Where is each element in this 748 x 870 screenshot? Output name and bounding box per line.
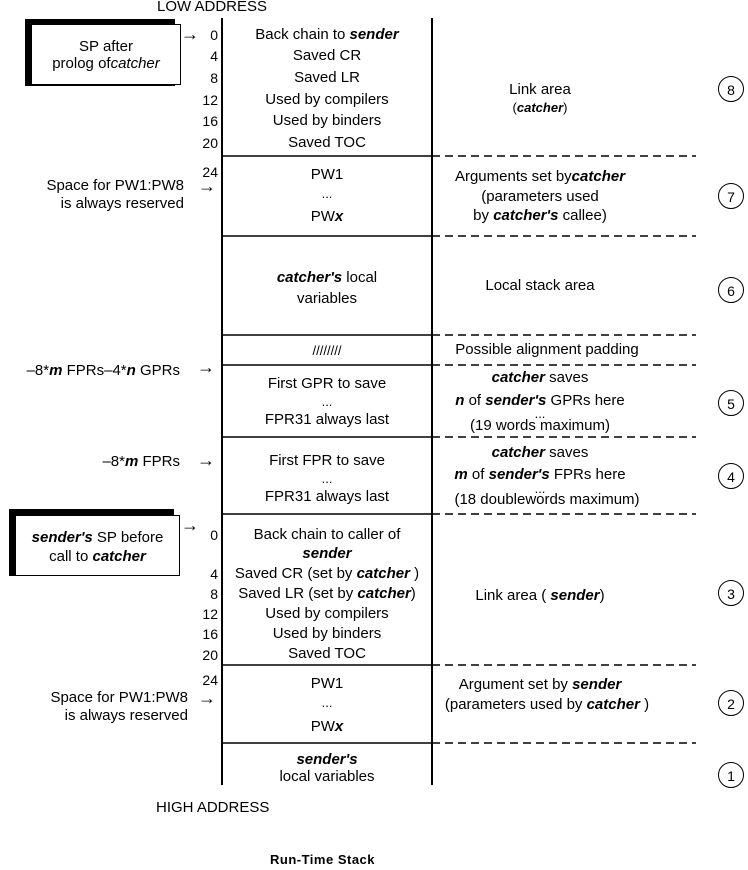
section-description: catcher saves bbox=[491, 444, 589, 461]
section-number-badge: 8 bbox=[718, 76, 744, 102]
section-description: Link area ( sender) bbox=[475, 587, 605, 604]
stack-cell: Saved CR (set by catcher ) bbox=[234, 565, 420, 582]
section-description: Link area bbox=[509, 81, 571, 98]
stack-cell: Back chain to caller of bbox=[253, 526, 401, 543]
section-number-badge: 5 bbox=[718, 390, 744, 416]
stack-cell: PWx bbox=[310, 208, 344, 225]
sp-after-line1: SP after bbox=[79, 38, 133, 55]
sp-before-line1: sender's SP before bbox=[31, 529, 164, 546]
stack-cell: Used by binders bbox=[272, 625, 382, 642]
reserved-space-note: is always reserved bbox=[64, 707, 188, 724]
padding-slashes: //////// bbox=[312, 343, 342, 358]
ellipsis: ... bbox=[534, 481, 546, 496]
offset-label: 24 bbox=[202, 672, 218, 688]
arrow-icon: → bbox=[197, 450, 215, 470]
stack-cell: Used by compilers bbox=[265, 605, 389, 622]
low-address-label: LOW ADDRESS bbox=[157, 0, 268, 15]
offset-note: –8*m FPRs bbox=[102, 453, 180, 470]
ellipsis: ... bbox=[534, 406, 546, 421]
section-number-badge: 3 bbox=[718, 580, 744, 606]
section-description: Possible alignment padding bbox=[455, 341, 639, 358]
offset-label: 4 bbox=[210, 566, 218, 582]
section-description: by catcher's callee) bbox=[473, 207, 607, 224]
offset-label: 12 bbox=[202, 92, 218, 108]
section-description: catcher saves bbox=[491, 369, 589, 386]
reserved-space-note: Space for PW1:PW8 bbox=[50, 689, 188, 706]
stack-cell: FPR31 always last bbox=[264, 488, 390, 505]
section-description: (parameters used bbox=[481, 188, 599, 205]
ellipsis: ... bbox=[321, 186, 333, 201]
arrow-icon: → bbox=[198, 176, 216, 196]
stack-cell: Used by compilers bbox=[265, 91, 389, 108]
offset-label: 16 bbox=[202, 626, 218, 642]
section-description: m of sender's FPRs here bbox=[454, 466, 626, 483]
stack-cell: local variables bbox=[279, 768, 375, 785]
offset-label: 16 bbox=[202, 113, 218, 129]
stack-cell: First FPR to save bbox=[269, 452, 385, 469]
ellipsis: ... bbox=[321, 394, 333, 409]
offset-label: 4 bbox=[210, 48, 218, 64]
section-description: (19 words maximum) bbox=[469, 417, 611, 434]
stack-cell: PW1 bbox=[310, 166, 344, 183]
section-description: (18 doublewords maximum) bbox=[454, 491, 640, 508]
stack-cell: Back chain to sender bbox=[255, 26, 399, 43]
stack-cell: variables bbox=[296, 290, 358, 307]
section-number-badge: 2 bbox=[718, 690, 744, 716]
arrow-icon: → bbox=[197, 357, 215, 377]
reserved-space-note: is always reserved bbox=[60, 195, 184, 212]
stack-cell: sender's bbox=[296, 751, 358, 768]
stack-cell: PW1 bbox=[310, 675, 344, 692]
stack-cell: Used by binders bbox=[272, 112, 382, 129]
offset-label: 12 bbox=[202, 606, 218, 622]
ellipsis: ... bbox=[321, 471, 333, 486]
section-number-badge: 7 bbox=[718, 183, 744, 209]
section-description: Arguments set bycatcher bbox=[454, 168, 626, 185]
section-description: (catcher) bbox=[512, 100, 568, 115]
sp-before-call-box bbox=[15, 515, 180, 576]
arrow-icon: → bbox=[181, 515, 199, 535]
stack-cell: catcher's local bbox=[276, 269, 378, 286]
reserved-space-note: Space for PW1:PW8 bbox=[46, 177, 184, 194]
arrow-icon: → bbox=[198, 688, 216, 708]
stack-cell: Saved TOC bbox=[288, 645, 366, 662]
stack-cell: Saved CR bbox=[292, 47, 362, 64]
stack-cell: Saved LR (set by catcher) bbox=[238, 585, 416, 602]
high-address-label: HIGH ADDRESS bbox=[156, 799, 270, 816]
offset-label: 24 bbox=[202, 164, 218, 180]
section-number-badge: 6 bbox=[718, 277, 744, 303]
stack-cell: sender bbox=[302, 545, 352, 562]
section-description: n of sender's GPRs here bbox=[455, 392, 625, 409]
sp-after-prolog-box bbox=[31, 24, 181, 85]
offset-label: 8 bbox=[210, 70, 218, 86]
stack-cell: Saved LR bbox=[294, 69, 360, 86]
section-number-badge: 1 bbox=[718, 762, 744, 788]
sp-before-line2: call to catcher bbox=[49, 548, 146, 565]
section-number-badge: 4 bbox=[718, 463, 744, 489]
section-description: Local stack area bbox=[485, 277, 595, 294]
diagram-caption: Run-Time Stack bbox=[270, 852, 376, 867]
offset-label: 8 bbox=[210, 586, 218, 602]
offset-label: 0 bbox=[210, 27, 218, 43]
ellipsis: ... bbox=[321, 695, 333, 710]
offset-label: 20 bbox=[202, 135, 218, 151]
offset-label: 0 bbox=[210, 527, 218, 543]
stack-cell: PWx bbox=[310, 718, 344, 735]
sp-after-line2: prolog ofcatcher bbox=[52, 55, 160, 72]
stack-cell: Saved TOC bbox=[288, 134, 366, 151]
section-description: (parameters used by catcher ) bbox=[444, 696, 650, 713]
offset-label: 20 bbox=[202, 647, 218, 663]
stack-cell: First GPR to save bbox=[267, 375, 387, 392]
arrow-icon: → bbox=[181, 24, 199, 44]
offset-note: –8*m FPRs–4*n GPRs bbox=[26, 362, 180, 379]
stack-cell: FPR31 always last bbox=[264, 411, 390, 428]
section-description: Argument set by sender bbox=[458, 676, 622, 693]
